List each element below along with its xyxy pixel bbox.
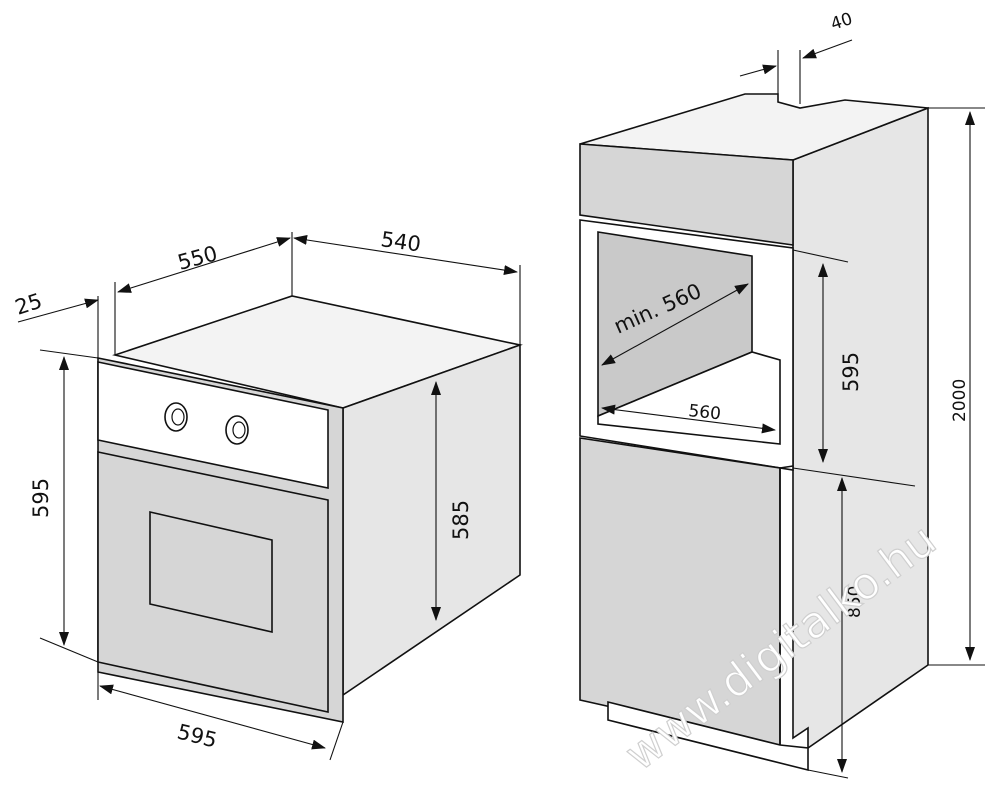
label-total-height: 2000 xyxy=(950,379,970,422)
dim-line-540 xyxy=(293,235,518,275)
dim-line-595-width xyxy=(99,684,326,750)
label-top-offset: 40 xyxy=(828,9,855,35)
label-niche-height: 595 xyxy=(839,352,863,392)
cabinet-top-face xyxy=(579,93,929,161)
label-height-front: 595 xyxy=(29,478,53,518)
oven-knob-right xyxy=(225,415,249,445)
dim-line-40-left xyxy=(739,64,777,77)
dim-line-min560 xyxy=(601,283,749,366)
dim-line-550 xyxy=(117,237,291,293)
label-width-front: 595 xyxy=(175,720,220,753)
label-base-height: 850 xyxy=(845,586,865,618)
label-depth-total: 550 xyxy=(175,241,220,275)
dim-line-25 xyxy=(17,298,99,323)
oven-knob-left xyxy=(164,402,188,432)
cabinet-upper-panel xyxy=(579,143,794,246)
cabinet-drawing: 40 min. 560 560 595 2000 850 xyxy=(579,9,985,779)
label-niche-width: 560 xyxy=(687,401,721,424)
oven-door-window xyxy=(149,510,273,634)
dim-line-560 xyxy=(601,404,776,434)
label-panel-thickness: 25 xyxy=(12,289,45,320)
label-height-side: 585 xyxy=(449,500,473,540)
cabinet-plinth xyxy=(607,700,809,772)
dim-line-40-right xyxy=(802,39,853,59)
oven-control-panel xyxy=(97,361,329,489)
oven-drawing: 25 550 540 595 585 595 xyxy=(12,227,523,761)
label-width-top: 540 xyxy=(379,227,422,256)
